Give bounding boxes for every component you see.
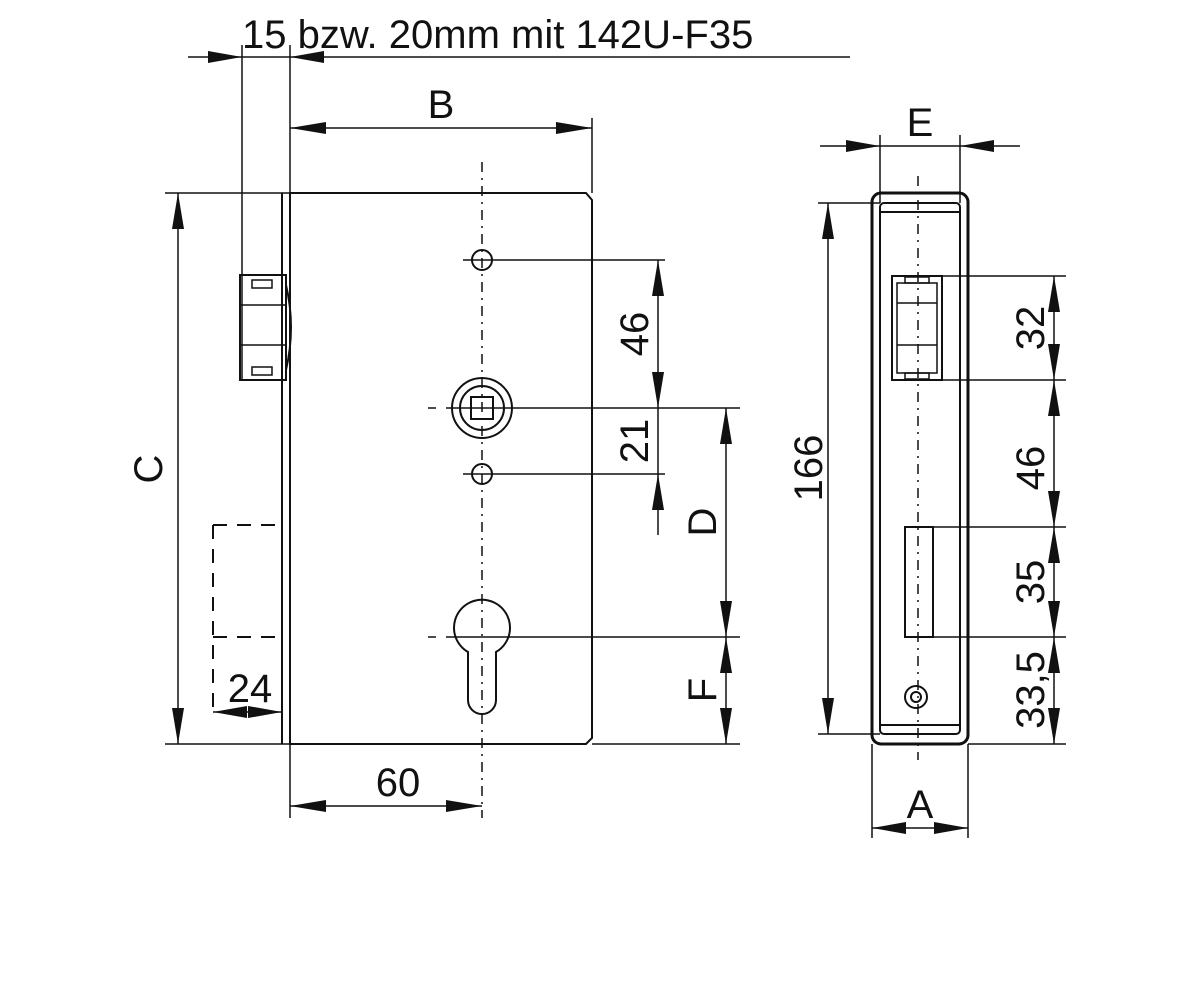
bolt-slot xyxy=(904,526,934,638)
dimension-32: 32 xyxy=(1009,276,1060,380)
dimension-24: 24 xyxy=(213,667,282,718)
title-note-text: 15 bzw. 20mm mit 142U-F35 xyxy=(242,13,753,57)
spindle-follower xyxy=(428,377,740,439)
dim-a-label: A xyxy=(907,783,934,827)
dimension-a: A xyxy=(871,744,969,838)
dim-24-label: 24 xyxy=(228,667,273,711)
dim-b-label: B xyxy=(428,83,455,127)
dim-60-label: 60 xyxy=(376,761,421,805)
dim-c-label: C xyxy=(127,455,171,484)
latch-window xyxy=(891,275,943,381)
dim-d-label: D xyxy=(681,508,725,537)
latch-bolt xyxy=(239,274,292,381)
dim-21-label: 21 xyxy=(613,419,657,464)
dimension-d: D xyxy=(681,408,732,637)
dimension-60: 60 xyxy=(289,744,482,818)
dimension-35: 35 xyxy=(1009,527,1060,637)
dimension-33-5: 33,5 xyxy=(1009,637,1060,744)
dimension-46-side: 46 xyxy=(1009,380,1060,527)
dim-46-front-label: 46 xyxy=(613,312,657,357)
faceplate-outline xyxy=(870,191,970,746)
front-view: B C 46 21 D xyxy=(127,83,740,818)
dim-166-label: 166 xyxy=(787,435,831,502)
dimension-46-front: 46 xyxy=(613,260,664,408)
dimension-166: 166 xyxy=(787,202,880,735)
dimension-f: F xyxy=(592,637,740,745)
lower-screw-hole xyxy=(463,463,665,485)
dimension-b: B xyxy=(290,83,593,193)
side-view: E 166 32 46 xyxy=(787,101,1066,838)
dimension-c: C xyxy=(127,192,290,745)
dim-e-label: E xyxy=(907,101,934,145)
dim-46-side-label: 46 xyxy=(1009,446,1053,491)
dimension-e: E xyxy=(820,101,1020,203)
dim-f-label: F xyxy=(681,678,725,702)
faceplate-screw xyxy=(904,685,928,709)
dim-32-label: 32 xyxy=(1009,306,1053,351)
lock-body-outline xyxy=(289,192,593,745)
title-note-dimension: 15 bzw. 20mm mit 142U-F35 xyxy=(188,13,850,380)
dim-35-label: 35 xyxy=(1009,560,1053,605)
cylinder-keyhole xyxy=(428,598,740,715)
dim-33-5-label: 33,5 xyxy=(1009,651,1053,729)
upper-screw-hole xyxy=(463,249,665,271)
dimension-21: 21 xyxy=(613,408,664,535)
deadbolt-dashed-outline xyxy=(212,524,282,715)
